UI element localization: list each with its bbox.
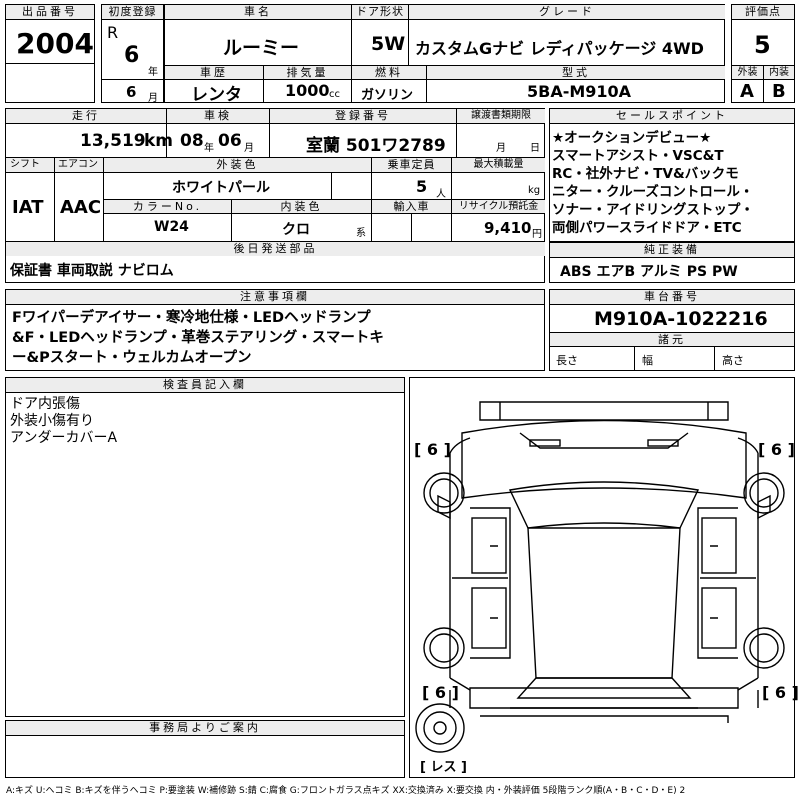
lot-label: 出品番号 [6, 5, 94, 20]
displacement: 1000 [285, 81, 330, 100]
transfer-label: 譲渡書類期限 [457, 109, 545, 124]
exterior-grade: A [740, 81, 754, 102]
insp-month-unit: 月 [244, 143, 254, 154]
score-box: 評価点 5 外装 内装 A B [731, 4, 795, 103]
door-type: 5W [371, 33, 406, 55]
first-reg-label: 初度登録 [102, 5, 163, 20]
interior-label: 内装 [764, 66, 794, 80]
exterior-label: 外装 [732, 66, 763, 80]
vehicle-info-box: 車名 ルーミー ドア形状 5W グレード カスタムGナビ レディパッケージ 4W… [164, 4, 725, 105]
plate-number: 室蘭 501ワ2789 [306, 136, 446, 156]
equipment-box: 純正装備 ABS エアB アルミ PS PW [549, 242, 795, 283]
later-parts-box: 保証書 車両取説 ナビロム [5, 256, 545, 283]
door-label: ドア形状 [352, 5, 408, 20]
inspector-label: 検査員記入欄 [6, 378, 404, 393]
tire-front-right: [ 6 ] [758, 440, 795, 459]
air-conditioner: AAC [60, 197, 102, 218]
mileage-unit: km [144, 131, 174, 151]
notes-text: Fワイパーデアイサー・寒冷地仕様・LEDヘッドランプ &F・LEDヘッドランプ・… [12, 310, 384, 366]
int-color-label: 内装色 [232, 200, 371, 214]
later-parts: 保証書 車両取説 ナビロム [10, 263, 174, 279]
color-no: W24 [154, 219, 189, 235]
load-unit: kg [528, 185, 541, 196]
car-name: ルーミー [223, 37, 300, 59]
spare-tire: [ レス ] [420, 760, 467, 775]
int-color: クロ [282, 222, 310, 238]
mileage-label: 走行 [6, 109, 166, 124]
mileage: 13,519 [80, 131, 146, 151]
ext-color: ホワイトパール [172, 180, 270, 196]
plate-label: 登録番号 [270, 109, 456, 124]
ext-color-label: 外装色 [104, 158, 371, 173]
capacity-unit: 人 [436, 189, 446, 200]
load-label: 最大積載量 [452, 158, 545, 173]
car-diagram-box: [ 6 ] [ 6 ] [ 6 ] [ 6 ] [ レス ] [409, 377, 799, 778]
grade-label: グレード [409, 5, 725, 20]
dims-label: 諸元 [550, 333, 794, 347]
recycle-unit: 円 [532, 229, 542, 240]
displacement-unit: cc [329, 89, 340, 100]
reg-year: 6 [124, 43, 140, 68]
color-no-label: カラーNo. [104, 200, 231, 214]
shift: IAT [12, 197, 44, 218]
legend: A:キズ U:ヘコミ B:キズを伴うヘコミ P:要塗装 W:補修跡 S:錆 C:… [6, 786, 686, 796]
lot-number: 2004 [16, 27, 94, 60]
shift-label: シフト [6, 158, 54, 173]
transfer-month: 月 [496, 143, 506, 154]
displacement-label: 排気量 [264, 66, 351, 80]
chassis-box: 車台番号 M910A-1022216 諸元 長さ 幅 高さ [549, 289, 795, 371]
grade: カスタムGナビ レディパッケージ 4WD [415, 39, 704, 58]
fuel-label: 燃料 [352, 66, 426, 80]
length-label: 長さ [556, 354, 578, 367]
model-label: 型式 [427, 66, 725, 80]
capacity-label: 乗車定員 [372, 158, 451, 173]
sales-points-box: セールスポイント ★オークションデビュー★ スマートアシスト・VSC&T RC・… [549, 108, 795, 242]
tire-front-left: [ 6 ] [414, 440, 451, 459]
fuel: ガソリン [361, 88, 414, 103]
ac-label: エアコン [55, 158, 103, 173]
reg-month: 6 [126, 83, 137, 101]
month-unit: 月 [148, 93, 158, 104]
inspector-box: 検査員記入欄 ドア内張傷 外装小傷有り アンダーカバーA [5, 377, 405, 717]
sales-points-label: セールスポイント [550, 109, 794, 124]
overall-score: 5 [754, 31, 771, 59]
width-label: 幅 [642, 354, 653, 367]
lot-box: 出品番号 2004 [5, 4, 95, 103]
office-label: 事務局よりご案内 [6, 721, 404, 736]
name-label: 車名 [165, 5, 351, 20]
equipment: ABS エアB アルミ PS PW [560, 264, 738, 280]
equipment-label: 純正装備 [550, 243, 794, 258]
transfer-day: 日 [530, 143, 540, 154]
insp-year-unit: 年 [204, 143, 214, 154]
notes-box: 注意事項欄 Fワイパーデアイサー・寒冷地仕様・LEDヘッドランプ &F・LEDヘ… [5, 289, 545, 371]
inspection-label: 車検 [167, 109, 269, 124]
capacity: 5 [416, 177, 428, 196]
chassis-label: 車台番号 [550, 290, 794, 305]
car-outline-diagram [415, 401, 785, 753]
import-label: 輸入車 [372, 200, 451, 214]
model-code: 5BA-M910A [527, 82, 632, 101]
recycle-deposit: 9,410 [484, 219, 532, 237]
history: レンタ [191, 85, 242, 105]
later-parts-label: 後日発送部品 [6, 242, 545, 256]
first-registration-box: 初度登録 R 6 年 6 月 [101, 4, 164, 104]
notes-label: 注意事項欄 [6, 290, 544, 305]
office-box: 事務局よりご案内 [5, 720, 405, 778]
era: R [107, 23, 119, 42]
history-label: 車歴 [165, 66, 263, 80]
insp-month: 06 [218, 131, 242, 151]
insp-year: 08 [180, 131, 204, 151]
year-unit: 年 [148, 67, 158, 78]
recycle-label: リサイクル預託金 [452, 200, 545, 214]
chassis-number: M910A-1022216 [594, 308, 768, 330]
tire-rear-right: [ 6 ] [762, 683, 799, 702]
int-color-unit: 系 [356, 228, 366, 239]
score-label: 評価点 [732, 5, 794, 20]
height-label: 高さ [722, 354, 744, 367]
inspector-notes: ドア内張傷 外装小傷有り アンダーカバーA [10, 396, 118, 446]
details-box: 走行 13,519 km 車検 08 年 06 月 登録番号 室蘭 501ワ27… [5, 108, 545, 256]
interior-grade: B [772, 81, 786, 102]
sales-points-text: ★オークションデビュー★ スマートアシスト・VSC&T RC・社外ナビ・TV&バ… [552, 130, 754, 236]
